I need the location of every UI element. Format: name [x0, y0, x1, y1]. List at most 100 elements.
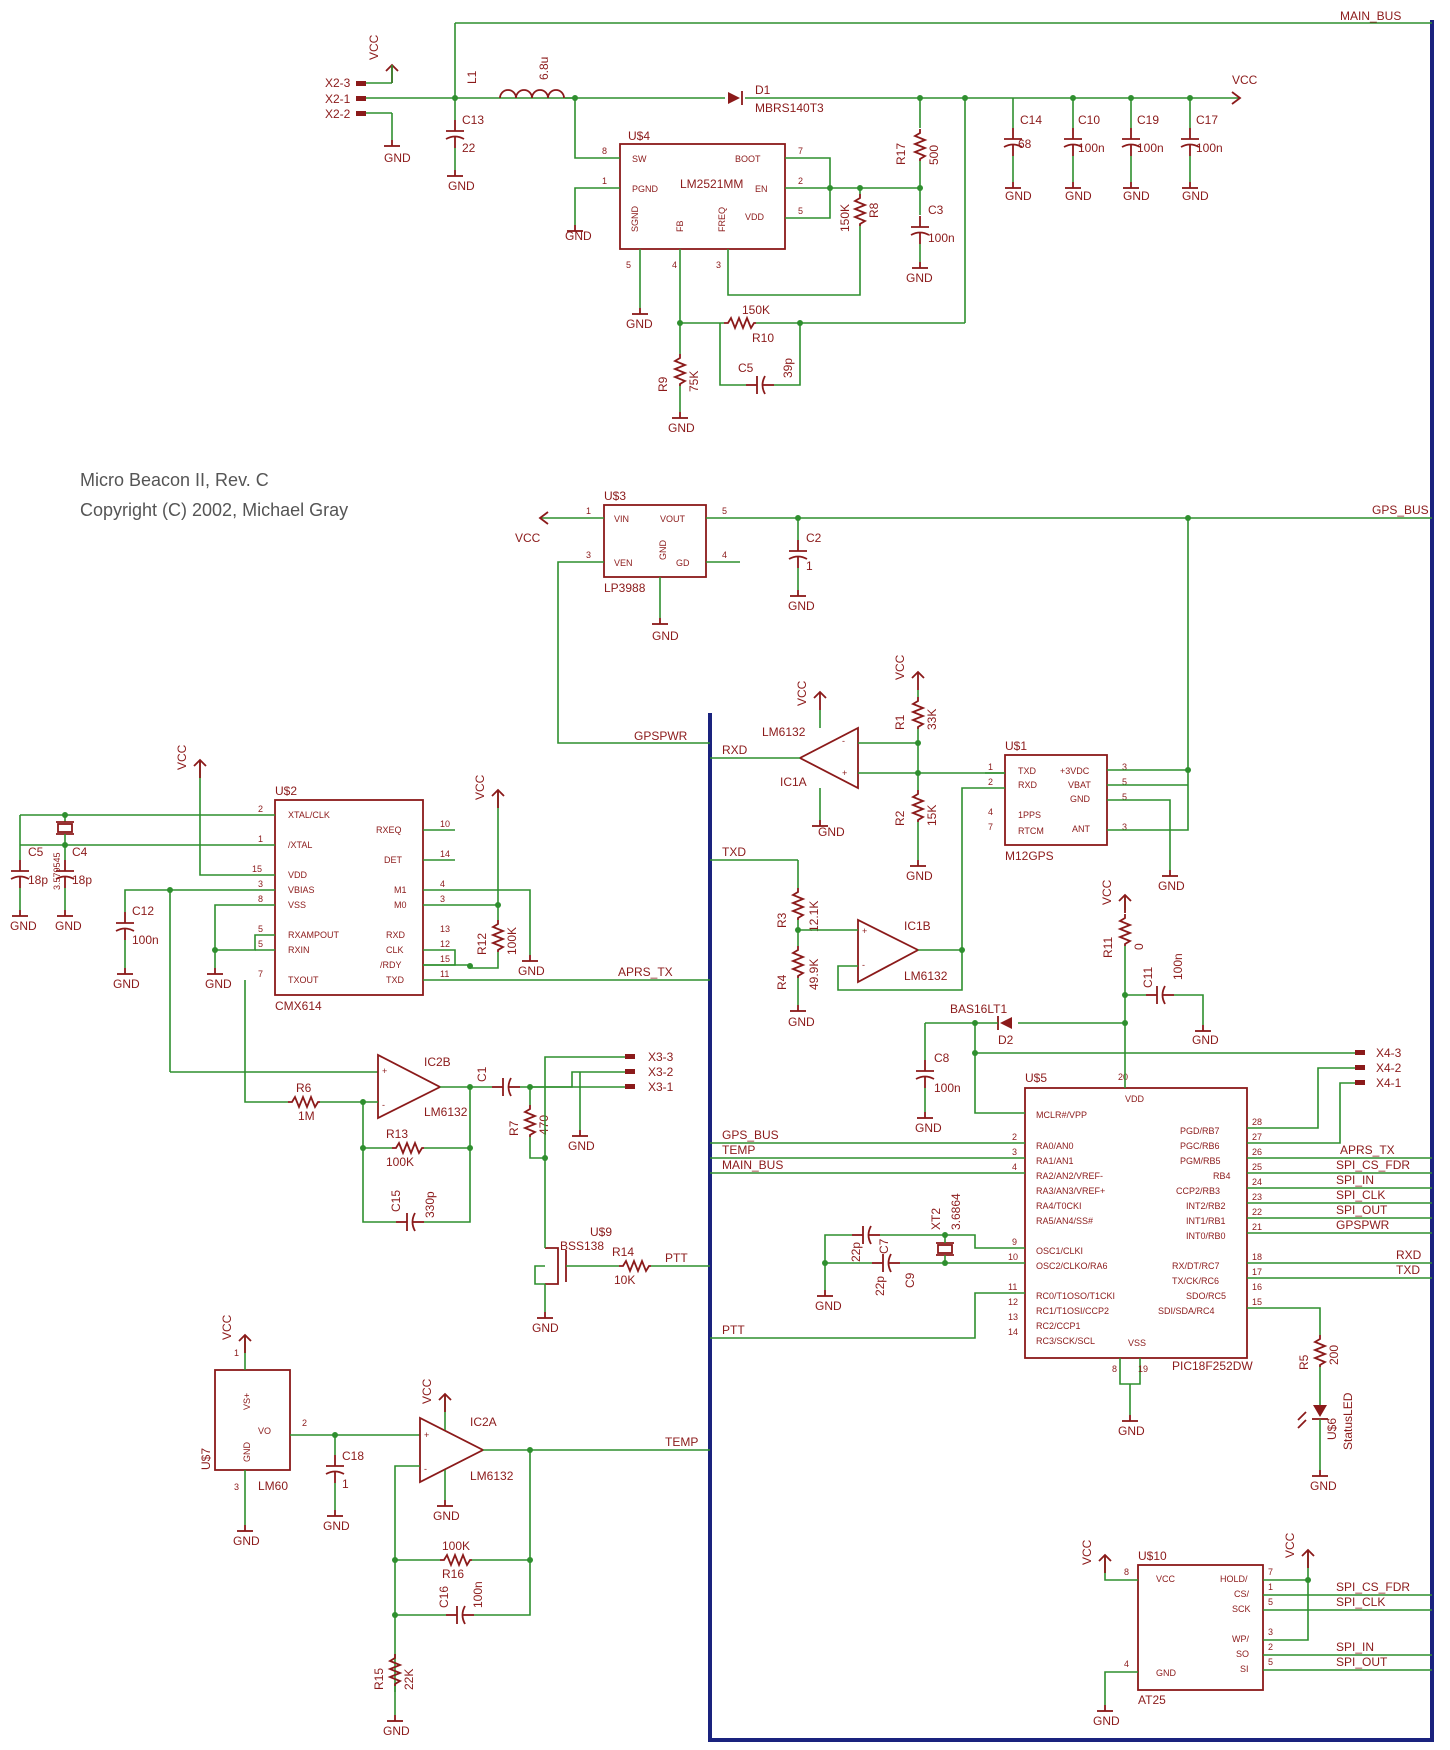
c8-gnd: GND — [915, 1121, 942, 1135]
svg-text:3: 3 — [1122, 762, 1127, 772]
spi-clk-net-label-1: SPI_CLK — [1336, 1188, 1385, 1202]
r1-vcc: VCC — [893, 654, 907, 680]
r14-value: 10K — [614, 1273, 635, 1287]
c19-ref: C19 — [1137, 113, 1159, 127]
c12-ref: C12 — [132, 904, 154, 918]
c10-value: 100n — [1078, 141, 1105, 155]
c17-gnd: GND — [1182, 189, 1209, 203]
r15-resistor: R15 22K GND — [372, 1653, 416, 1738]
u4-part: LM2521MM — [680, 177, 743, 191]
spi-cs-fdr-net-label-2: SPI_CS_FDR — [1336, 1580, 1410, 1594]
c14-ref: C14 — [1020, 113, 1042, 127]
u5-pin-rb7: PGD/RB7 — [1180, 1126, 1220, 1136]
u2-pin-m1: M1 — [394, 885, 407, 895]
c14-gnd: GND — [1005, 189, 1032, 203]
u2-pin-clk: CLK — [386, 945, 404, 955]
x4-3-label: X4-3 — [1376, 1046, 1402, 1060]
u6-ref: U$6 — [1325, 1418, 1339, 1440]
output-capacitors: C14 68 GND C10 100n GND C19 100n GND C17… — [1003, 98, 1223, 203]
u1-pin-3vdc: +3VDC — [1060, 766, 1090, 776]
x3-1-label: X3-1 — [648, 1080, 674, 1094]
gpspwr-net-label: GPSPWR — [634, 729, 688, 743]
ptt-net-label-1: PTT — [665, 1251, 688, 1265]
d2-value: BAS16LT1 — [950, 1002, 1007, 1016]
r4-value: 49.9K — [807, 959, 821, 990]
x4-1-label: X4-1 — [1376, 1076, 1402, 1090]
svg-text:3: 3 — [1122, 822, 1127, 832]
u3-pin-ven: VEN — [614, 558, 633, 568]
c4-gnd: GND — [55, 919, 82, 933]
svg-text:+: + — [862, 926, 867, 936]
r4-ref: R4 — [775, 974, 789, 990]
svg-text:4: 4 — [1012, 1162, 1017, 1172]
u4-pin-en: EN — [755, 184, 768, 194]
svg-text:21: 21 — [1252, 1222, 1262, 1232]
u2-m1-gnd: GND — [518, 964, 545, 978]
u7-part: LM60 — [258, 1479, 288, 1493]
title-line-2: Copyright (C) 2002, Michael Gray — [80, 500, 348, 520]
u4-pin-fb: FB — [675, 220, 685, 232]
vcc-label-top: VCC — [1232, 73, 1258, 87]
x4-connector: X4-3 X4-2 X4-1 — [975, 1046, 1402, 1144]
r2-gnd: GND — [906, 869, 933, 883]
u2-pin-txd: TXD — [386, 975, 405, 985]
svg-text:13: 13 — [1008, 1312, 1018, 1322]
u9-part: BSS138 — [560, 1239, 604, 1253]
u5-pin-rb0: INT0/RB0 — [1186, 1231, 1226, 1241]
svg-text:27: 27 — [1252, 1132, 1262, 1142]
ic1a-opamp: - + LM6132 IC1A VCC GND — [762, 680, 859, 839]
u5-pin-rb6: PGC/RB6 — [1180, 1141, 1220, 1151]
x3-3-label: X3-3 — [648, 1050, 674, 1064]
r15-value: 22K — [402, 1669, 416, 1690]
c13-gnd: GND — [448, 179, 475, 193]
r5-ref: R5 — [1297, 1354, 1311, 1370]
svg-text:-: - — [382, 1100, 385, 1110]
svg-text:3: 3 — [258, 879, 263, 889]
u10-gnd: GND — [1093, 1714, 1120, 1728]
l1-value: 6.8u — [537, 57, 551, 80]
svg-text:7: 7 — [988, 822, 993, 832]
svg-text:7: 7 — [1268, 1567, 1273, 1577]
u5-pin-rc0: RC0/T1OSO/T1CKI — [1036, 1291, 1115, 1301]
u5-pin-rc4: SDI/SDA/RC4 — [1158, 1306, 1215, 1316]
svg-text:7: 7 — [258, 969, 263, 979]
svg-text:4: 4 — [672, 260, 677, 270]
svg-text:14: 14 — [1008, 1327, 1018, 1337]
u4-pin-pgnd: PGND — [632, 184, 659, 194]
ic1b-ref: IC1B — [904, 919, 931, 933]
r12-vcc: VCC — [473, 774, 487, 800]
svg-text:12: 12 — [1008, 1297, 1018, 1307]
r6-ref: R6 — [296, 1081, 312, 1095]
svg-text:5: 5 — [626, 260, 631, 270]
pic-right-nets: APRS_TX SPI_CS_FDR SPI_IN SPI_CLK SPI_OU… — [1247, 1143, 1432, 1279]
svg-text:3: 3 — [1012, 1147, 1017, 1157]
svg-text:1: 1 — [1268, 1582, 1273, 1592]
u2-pin-vbias: VBIAS — [288, 885, 315, 895]
svg-text:11: 11 — [1008, 1282, 1017, 1292]
svg-text:15: 15 — [440, 954, 450, 964]
r7-value: 470 — [537, 1115, 551, 1135]
svg-text:3: 3 — [716, 260, 721, 270]
ic1a-ref: IC1A — [780, 775, 807, 789]
u5-pin-ra2: RA2/AN2/VREF- — [1036, 1171, 1103, 1181]
r15-gnd: GND — [383, 1724, 410, 1738]
u5-pin-mclr: MCLR#/VPP — [1036, 1110, 1087, 1120]
c7-ref: C7 — [877, 1238, 891, 1254]
r3-value: 12.1K — [807, 901, 821, 932]
spi-out-net-label-2: SPI_OUT — [1336, 1655, 1388, 1669]
vcc-label-x2: VCC — [367, 34, 381, 60]
net-gps-bus: GPS_BUS — [740, 503, 1432, 519]
c5a-ref: C5 — [738, 361, 754, 375]
r7-ref: R7 — [507, 1120, 521, 1136]
u4-sgnd-gnd: GND — [626, 317, 653, 331]
u1-gps-module: U$1 M12GPS TXD RXD 1PPS RTCM +3VDC VBAT … — [988, 739, 1127, 863]
c13-capacitor: C13 22 GND — [445, 98, 484, 193]
svg-text:3: 3 — [1268, 1627, 1273, 1637]
svg-text:+: + — [382, 1066, 387, 1076]
u6-part: StatusLED — [1341, 1392, 1355, 1450]
c15a-value: 330p — [423, 1191, 437, 1218]
svg-text:15: 15 — [252, 864, 262, 874]
net-label-main-bus: MAIN_BUS — [1340, 9, 1401, 23]
svg-text:5: 5 — [1122, 777, 1127, 787]
